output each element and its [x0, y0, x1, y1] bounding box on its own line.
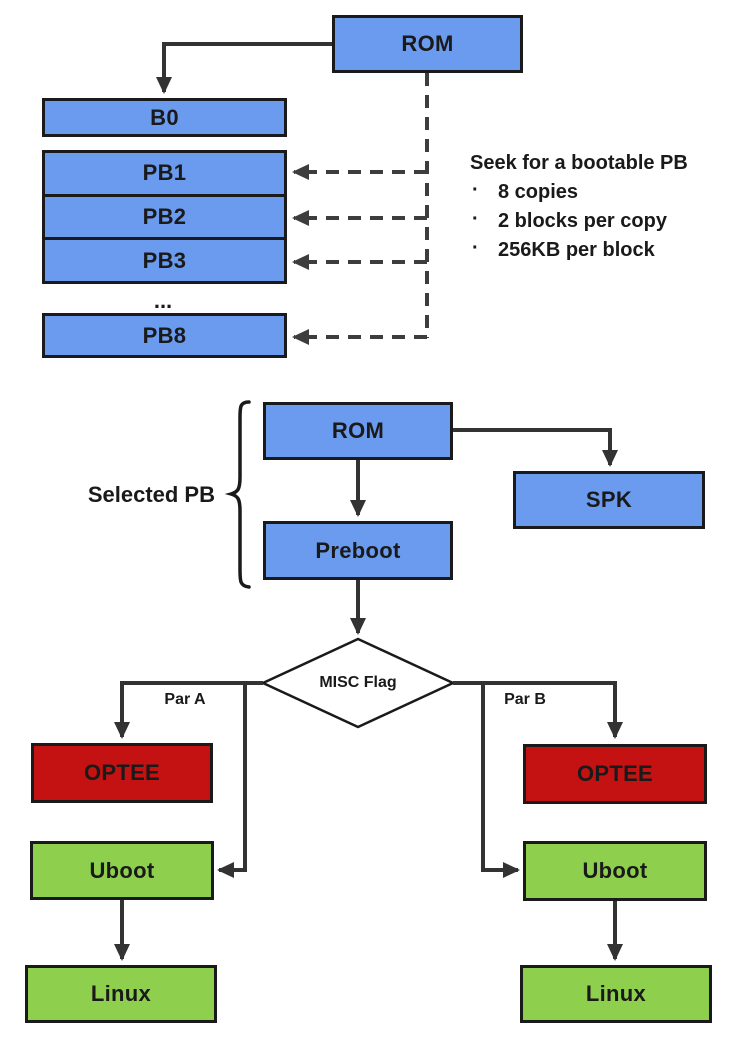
- optee-box-a: OPTEE: [31, 743, 213, 803]
- pb3-row: PB3: [45, 237, 284, 281]
- pb2-row: PB2: [45, 193, 284, 238]
- misc-flag-label: MISC Flag: [319, 674, 397, 691]
- misc-flag-diamond: [260, 637, 456, 729]
- arrow-decision-to-optee-b: [453, 681, 623, 739]
- selected-pb-label: Selected PB: [87, 482, 215, 507]
- pb1-label: PB1: [142, 160, 187, 186]
- preboot-box-label: Preboot: [315, 537, 401, 563]
- pb2-label: PB2: [142, 204, 187, 229]
- pb8-label: PB8: [142, 322, 187, 348]
- seek-note-title: Seek for a bootable PB: [470, 152, 688, 174]
- pb-ellipsis: ...: [153, 288, 173, 313]
- seek-note: Seek for a bootable PB 8 copies 2 blocks…: [470, 152, 745, 262]
- pb3-label: PB3: [142, 247, 187, 273]
- par-b-label: Par B: [504, 691, 546, 708]
- seek-note-bullet-2: 2 blocks per copy: [470, 208, 745, 233]
- arrow-rom-to-b0: [156, 42, 332, 94]
- pb1-row: PB1: [45, 153, 284, 194]
- uboot-box-a: Uboot: [30, 841, 214, 900]
- seek-note-bullet-1: 8 copies: [470, 179, 745, 204]
- spk-box-label: SPK: [585, 487, 633, 512]
- optee-box-a-label: OPTEE: [83, 760, 161, 785]
- selected-pb-brace: [224, 400, 251, 589]
- pb-stack: PB1 PB2 PB3: [42, 150, 287, 284]
- uboot-box-b-label: Uboot: [582, 858, 648, 883]
- rom-box-selected: ROM: [263, 402, 453, 460]
- optee-box-b: OPTEE: [523, 744, 707, 804]
- spk-box: SPK: [513, 471, 705, 529]
- rom-box-selected-label: ROM: [331, 418, 385, 443]
- b0-box: B0: [42, 98, 287, 137]
- uboot-box-b: Uboot: [523, 841, 707, 901]
- arrow-decision-to-uboot-b: [481, 683, 520, 878]
- linux-box-b: Linux: [520, 965, 712, 1023]
- arrow-decision-to-uboot-a: [217, 683, 247, 878]
- linux-box-a-label: Linux: [90, 981, 152, 1006]
- seek-note-bullet-3: 256KB per block: [470, 237, 745, 262]
- linux-box-b-label: Linux: [585, 981, 647, 1006]
- linux-box-a: Linux: [25, 965, 217, 1023]
- par-a-label: Par A: [164, 691, 206, 708]
- arrow-decision-to-optee-a: [114, 681, 263, 739]
- preboot-box: Preboot: [263, 521, 453, 580]
- pb8-box: PB8: [42, 313, 287, 358]
- b0-box-label: B0: [150, 104, 179, 130]
- rom-box-top: ROM: [332, 15, 523, 73]
- rom-box-top-label: ROM: [401, 31, 454, 56]
- arrow-rom-to-spk: [453, 428, 618, 467]
- optee-box-b-label: OPTEE: [576, 761, 654, 786]
- uboot-box-a-label: Uboot: [89, 857, 155, 883]
